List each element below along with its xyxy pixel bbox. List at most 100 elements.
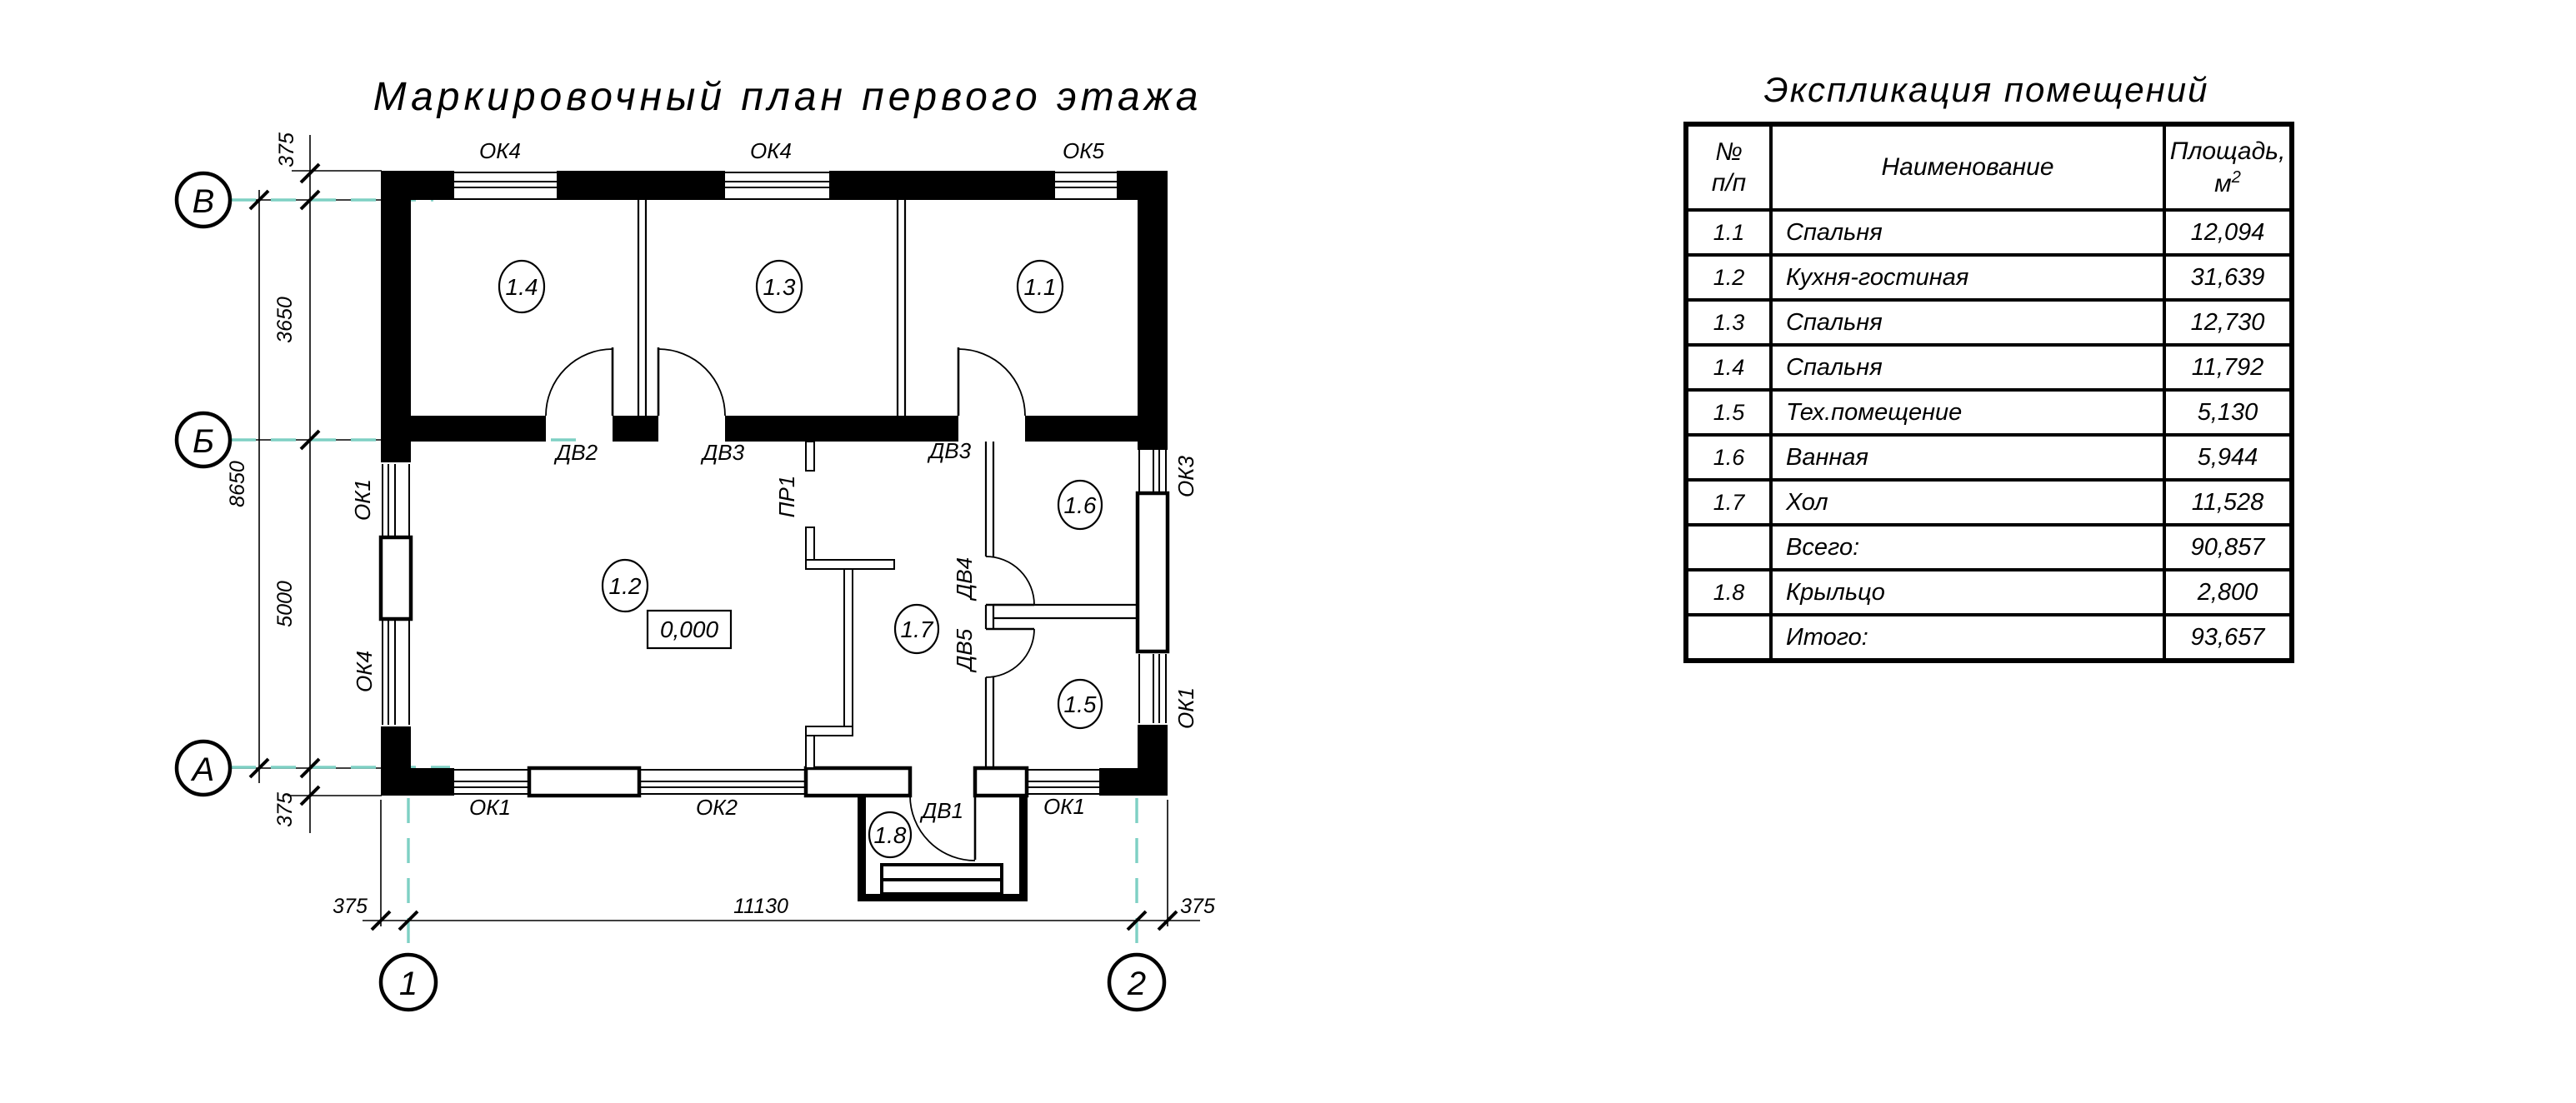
label-ok1-bottom-left: ОК1 [469,795,511,820]
dim-offset-bottom: 375 [273,792,297,827]
exterior-walls [378,171,1170,798]
header-area: Площадь, м2 [2163,122,2293,212]
room-badge-14: 1.4 [498,259,546,314]
room-badges: 1.4 1.3 1.1 1.2 1.6 1.7 1.5 1.8 0,000 [498,259,1103,859]
window-ok3-right [1138,448,1167,493]
door-dv5 [985,627,1035,678]
dim-offset-top: 375 [275,132,298,167]
door-dv4 [985,556,1035,606]
svg-text:1: 1 [399,966,418,1002]
svg-text:1.8: 1.8 [874,822,907,848]
svg-text:1.2: 1.2 [609,573,642,599]
window-ok5-top-right [1055,172,1117,200]
label-ok4-left: ОК4 [352,651,377,692]
svg-text:1.6: 1.6 [1064,492,1097,518]
svg-text:А: А [191,751,215,788]
label-pr1: ПР1 [774,476,799,518]
door-dv2 [545,347,614,417]
explication-panel: Экспликация помещений № п/п Наименование… [1683,70,2294,663]
dim-bottom-span: 11130 [733,895,788,918]
header-num: № п/п [1684,122,1773,212]
svg-text:1.3: 1.3 [763,274,796,300]
axis-circle-v: В [174,171,233,229]
label-dv3-bedroom11: ДВ3 [927,438,972,463]
label-dv1: ДВ1 [919,798,963,823]
header-name: Наименование [1769,122,2166,212]
axis-circle-2: 2 [1107,952,1167,1012]
plan-title: Маркировочный план первого этажа [373,75,1203,119]
dim-bottom-right-offset: 375 [1180,895,1215,918]
label-ok4-top-middle: ОК4 [750,138,792,163]
svg-text:1.7: 1.7 [901,616,934,642]
floor-plan-drawing: Маркировочный план первого этажа [174,75,1215,1012]
axis-lines [230,198,1138,955]
room-badge-12: 1.2 [601,558,649,613]
door-dv3-bedroom13 [657,347,726,417]
svg-text:1.5: 1.5 [1064,691,1097,717]
windows [382,172,1167,795]
left-wall-pier [378,535,413,621]
grid-axis-circles: В Б А 1 2 [174,171,1167,1012]
label-ok1-right: ОК1 [1173,687,1198,729]
label-dv2: ДВ2 [553,440,598,465]
room-badge-11: 1.1 [1016,259,1064,314]
dim-bottom-left-offset: 375 [333,895,368,918]
door-dv3-bedroom11 [957,347,1026,417]
table-row-grand-total: Итого:93,657 [1684,613,2293,662]
table-row-total: Всего:90,857 [1684,523,2293,571]
bottom-pier-1 [527,766,642,798]
bottom-pier-2 [803,766,913,798]
dimension-lines: 375 3650 5000 8650 375 375 11130 375 [226,132,1215,931]
svg-text:В: В [193,183,215,220]
kitchen-hall-partition [805,441,895,769]
explication-title: Экспликация помещений [1763,70,2209,109]
label-ok3-right: ОК3 [1173,455,1198,497]
label-dv5: ДВ5 [952,628,977,673]
label-dv3-bedroom13: ДВ3 [700,440,745,465]
window-ok1-bottom-right [1027,769,1099,795]
label-ok2-bottom: ОК2 [696,795,738,820]
porch [858,796,1028,901]
right-wall-pier [1135,491,1170,654]
interior-walls [411,200,1138,769]
room-badge-16: 1.6 [1057,479,1103,531]
window-ok1-right [1138,654,1167,723]
label-ok4-top-left: ОК4 [479,138,521,163]
door-dv1-entry [909,795,977,861]
axis-circle-b: Б [174,411,233,469]
dimension-ticks [248,162,1178,931]
window-ok4-top-left [454,172,557,200]
axis-circle-a: А [174,739,233,797]
label-ok1-left: ОК1 [350,479,375,521]
room-badge-17: 1.7 [893,603,940,655]
dim-span-total: 8650 [226,461,249,507]
svg-text:1.1: 1.1 [1024,274,1057,300]
svg-text:1.4: 1.4 [506,274,538,300]
room-badge-13: 1.3 [755,259,803,314]
window-ok1-bottom-left [454,769,529,795]
opening-labels: ОК4 ОК4 ОК5 ОК1 ОК4 ОК3 ОК1 ОК1 ОК2 ОК1 … [350,138,1198,823]
window-ok4-top-middle [725,172,829,200]
window-ok4-left [382,621,410,725]
label-ok1-bottom-right: ОК1 [1043,794,1085,819]
table-header-row: № п/п Наименование Площадь, м2 [1684,122,2293,212]
doors [545,347,1035,861]
label-ok5-top-right: ОК5 [1063,138,1105,163]
level-mark: 0,000 [646,609,733,650]
bottom-pier-3 [973,766,1029,798]
level-mark-value: 0,000 [660,616,718,642]
window-ok2-bottom [639,769,806,795]
svg-text:2: 2 [1127,966,1146,1002]
dim-span-upper: 3650 [273,297,297,343]
axis-circle-1: 1 [378,952,438,1012]
window-ok1-left [382,464,410,536]
